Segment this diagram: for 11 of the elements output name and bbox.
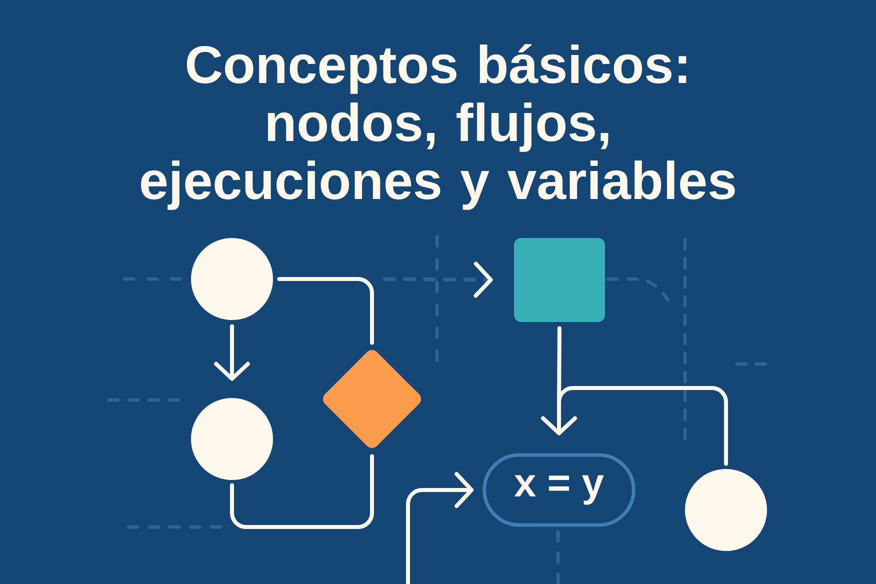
title: Conceptos básicos: nodos, flujos, ejecuciones y variables <box>141 44 735 210</box>
connector-line <box>277 277 374 345</box>
circle-node <box>191 238 273 320</box>
connector-line <box>230 454 374 529</box>
circle-node <box>685 469 767 551</box>
dashed-arrow <box>383 262 493 298</box>
decision-diamond <box>322 350 422 448</box>
circle-node <box>191 398 273 480</box>
arrow <box>406 472 474 584</box>
rounded-box: x = y <box>482 453 636 527</box>
process-box <box>514 238 605 322</box>
